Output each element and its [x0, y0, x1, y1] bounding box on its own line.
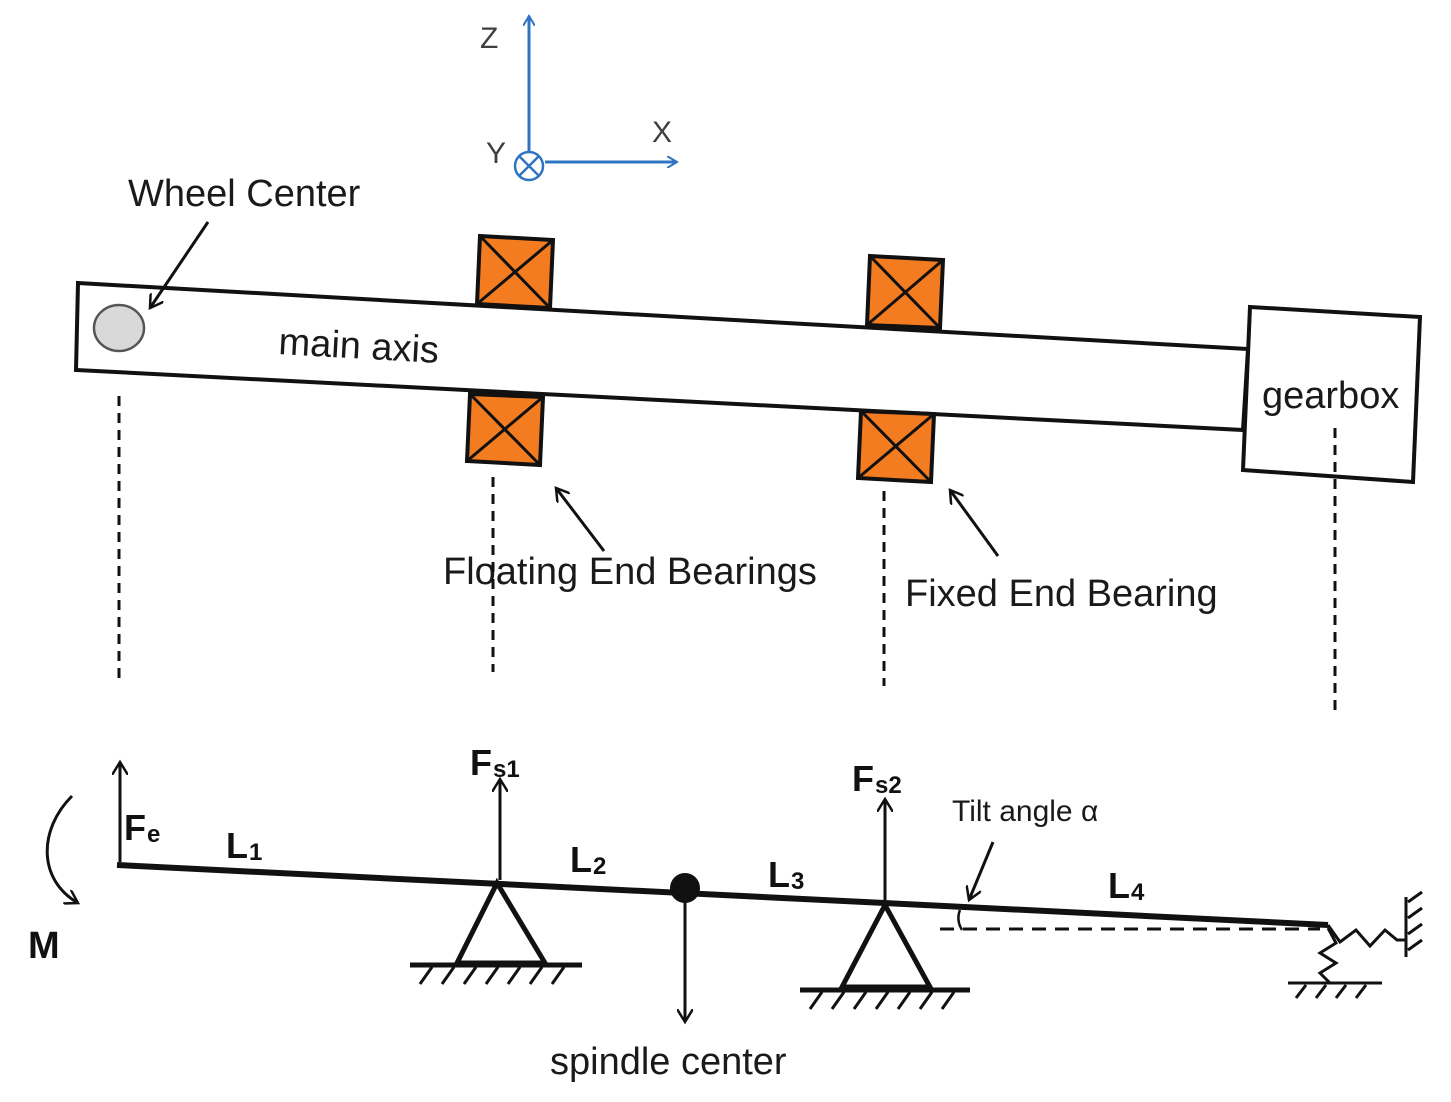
length-l1-label: L1	[226, 825, 262, 866]
floating-bearings-label: Floating End Bearings	[443, 551, 817, 593]
main-axis-shaft	[73, 280, 1251, 433]
floating-end-support	[410, 877, 582, 985]
main-shaft-assembly: Wheel Center main axis gearbox Floating …	[73, 173, 1423, 615]
length-l2-label: L2	[570, 839, 606, 880]
free-body-diagram: M Tilt angle α Fe Fs1 Fs2 L1 L2 L3 L4 sp…	[28, 742, 1423, 1083]
moment-label: M	[28, 925, 60, 967]
beam-line	[116, 862, 1329, 928]
floating-bearing-top	[474, 233, 556, 311]
gearbox-label: gearbox	[1262, 375, 1399, 417]
force-fs2-label: Fs2	[852, 758, 902, 799]
z-axis-label: Z	[480, 22, 498, 55]
coordinate-system: Z X Y	[480, 16, 677, 182]
length-l4-label: L4	[1108, 865, 1145, 906]
x-axis-label: X	[652, 116, 672, 149]
tilt-angle-arc	[957, 909, 964, 931]
y-axis-label: Y	[486, 137, 506, 170]
spindle-center-dot	[670, 873, 700, 903]
fixed-end-support	[800, 899, 970, 1010]
floating-bearings-leader-arrow	[556, 488, 606, 552]
spindle-center-label: spindle center	[550, 1041, 787, 1083]
tilt-angle-leader-arrow	[969, 841, 995, 900]
force-fe-label: Fe	[124, 807, 160, 848]
fixed-bearing-top	[864, 253, 946, 331]
floating-bearing-bottom	[464, 391, 546, 468]
fixed-bearing-leader-arrow	[950, 490, 1000, 557]
projection-lines	[117, 396, 1337, 712]
fixed-bearing-bottom	[855, 408, 937, 485]
wheel-center-label: Wheel Center	[128, 173, 361, 215]
force-fs1-label: Fs1	[470, 742, 520, 783]
gearbox-box	[1240, 304, 1423, 485]
wheel-center-leader-arrow	[150, 221, 210, 308]
gearbox-spring-support	[1288, 890, 1423, 999]
moment-arc-arrow	[45, 794, 78, 903]
length-l3-label: L3	[768, 854, 804, 895]
tilt-angle-label: Tilt angle α	[952, 795, 1098, 828]
wheel-center-circle	[92, 303, 146, 353]
main-axis-label: main axis	[277, 321, 440, 372]
fixed-bearing-label: Fixed End Bearing	[905, 573, 1218, 615]
